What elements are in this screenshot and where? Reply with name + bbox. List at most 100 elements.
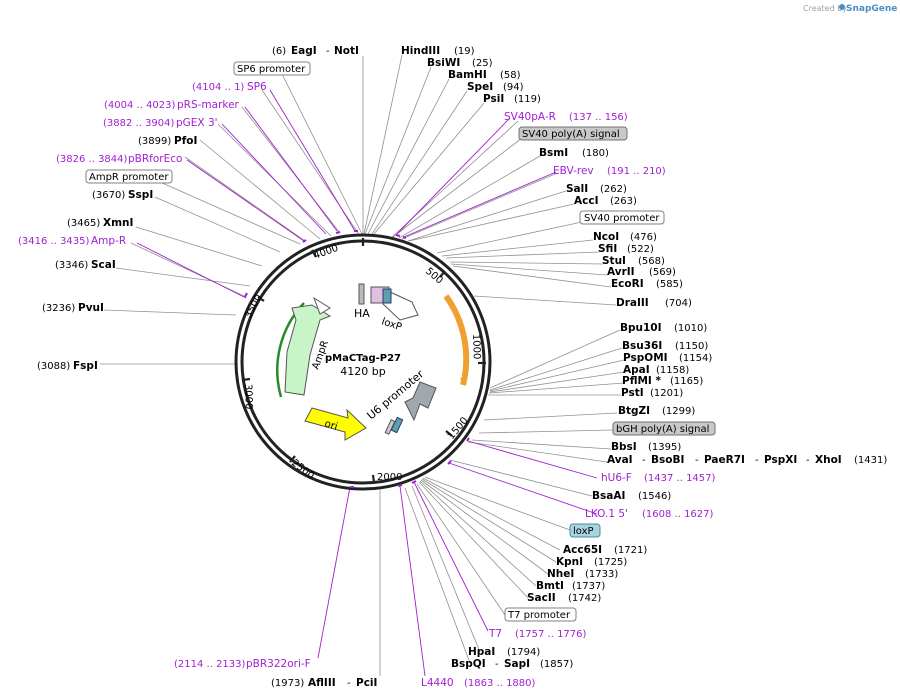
site-bamhi[interactable]: BamHI (58) [448, 69, 521, 81]
site-pos: (94) [503, 82, 524, 93]
site-avrii[interactable]: AvrII (569) [607, 266, 676, 278]
feature-box-sv40-promoter[interactable]: SV40 promoter [579, 210, 665, 225]
primer-marks [244, 230, 470, 488]
site-pos: (1721) [614, 545, 647, 556]
primer-sp6[interactable]: (4104 .. 1) SP6 [192, 81, 267, 93]
primer-name: L4440 [421, 677, 454, 689]
primer-l4440[interactable]: L4440 (1863 .. 1880) [421, 677, 536, 689]
primer-sv40pa-r[interactable]: SV40pA-R (137 .. 156) [504, 111, 628, 123]
box [569, 523, 601, 538]
site-bpu10i[interactable]: Bpu10I (1010) [620, 322, 707, 334]
site-pvui[interactable]: (3236) PvuI [42, 302, 104, 314]
box [233, 61, 311, 76]
site-eagi-notI[interactable]: (6) EagI - NotI [272, 45, 359, 57]
site-pos: (119) [514, 94, 541, 105]
site-hindiii[interactable]: HindIII (19) [401, 45, 475, 57]
site-bmti[interactable]: BmtI (1737) [536, 580, 605, 592]
site-psii[interactable]: PsiI (119) [483, 93, 541, 105]
feature-box-t7-promoter[interactable]: T7 promoter [504, 607, 577, 622]
site-pos: (19) [454, 46, 475, 57]
box-label: loxP [573, 526, 594, 537]
sv40-promoter-arc[interactable] [443, 294, 470, 386]
site-name: BamHI [448, 69, 487, 81]
primer-amp-r[interactable]: (3416 .. 3435) Amp-R [18, 235, 126, 247]
site-name: PsiI [483, 93, 504, 105]
primer-pbrforeco[interactable]: (3826 .. 3844) pBRforEco [56, 153, 182, 165]
primer-prs-marker[interactable]: (4004 .. 4023) pRS-marker [104, 99, 240, 111]
site-kpni[interactable]: KpnI (1725) [556, 556, 627, 568]
site-name: BspQI [451, 658, 486, 670]
site-btgzi[interactable]: BtgZI (1299) [618, 405, 695, 417]
snapgene-logo-icon [839, 4, 845, 10]
site-bsiwi[interactable]: BsiWI (25) [427, 57, 493, 69]
site-scai[interactable]: (3346) ScaI [55, 259, 116, 271]
feature-box-sp6-promoter[interactable]: SP6 promoter [233, 61, 311, 76]
site-dash: - [642, 455, 646, 466]
site-pos: (3670) [92, 190, 125, 201]
site-spei[interactable]: SpeI (94) [467, 81, 524, 93]
primer-name: pRS-marker [177, 99, 240, 111]
site-dash-4: - [806, 455, 810, 466]
site-pos: (1395) [648, 442, 681, 453]
primer-lko1-5[interactable]: LKO.1 5' (1608 .. 1627) [585, 508, 714, 520]
site-name: AvrII [607, 266, 635, 278]
primer-range: (4104 .. 1) [192, 82, 244, 93]
site-hpai[interactable]: HpaI (1794) [468, 646, 540, 658]
site-bsu36i[interactable]: Bsu36I (1150) [622, 340, 708, 352]
site-name: FspI [73, 360, 98, 372]
site-avai-group[interactable]: AvaI - BsoBI - PaeR7I - PspXI - XhoI (14… [607, 454, 887, 466]
site-pfoi[interactable]: (3899) PfoI [138, 135, 197, 147]
site-stui[interactable]: StuI (568) [602, 255, 665, 267]
site-draiii[interactable]: DraIII (704) [616, 297, 692, 309]
ori-feature-arrow[interactable] [304, 407, 367, 441]
site-bsaai[interactable]: BsaAI (1546) [592, 490, 671, 502]
site-bsmi[interactable]: BsmI (180) [539, 147, 609, 159]
site-pos: (522) [627, 244, 654, 255]
site-sacii[interactable]: SacII (1742) [527, 592, 601, 604]
site-sspi[interactable]: (3670) SspI [92, 189, 153, 201]
feature-box-loxp[interactable]: loxP [569, 523, 601, 538]
site-dash-3: - [755, 455, 759, 466]
site-ecori[interactable]: EcoRI (585) [611, 278, 683, 290]
site-ncoi[interactable]: NcoI (476) [593, 231, 657, 243]
primer-ebv-rev[interactable]: EBV-rev (191 .. 210) [553, 165, 666, 177]
site-apai[interactable]: ApaI (1158) [623, 364, 689, 376]
site-name: PspOMI [623, 352, 668, 364]
site-sali[interactable]: SalI (262) [566, 183, 627, 195]
feature-box-sv40-polya[interactable]: SV40 poly(A) signal [518, 126, 628, 141]
site-acci[interactable]: AccI (263) [574, 195, 637, 207]
site-pos: (1299) [662, 406, 695, 417]
primer-pgex-3[interactable]: (3882 .. 3904) pGEX 3' [103, 117, 218, 129]
u6-promoter-feature-arrow[interactable] [404, 381, 437, 422]
site-name: SfiI [598, 243, 617, 255]
feature-box-bgh-polya[interactable]: bGH poly(A) signal [612, 421, 716, 436]
site-pspomi[interactable]: PspOMI (1154) [623, 352, 712, 364]
site-xmni[interactable]: (3465) XmnI [67, 217, 133, 229]
ampr-feature-arrow[interactable] [284, 304, 332, 396]
site-pos: (262) [600, 184, 627, 195]
site-name: Bsu36I [622, 340, 662, 352]
site-name: HindIII [401, 45, 440, 57]
site-name-5: XhoI [815, 454, 842, 466]
primer-pbr322ori-f[interactable]: (2114 .. 2133) pBR322ori-F [174, 658, 311, 670]
site-name: BsmI [539, 147, 568, 159]
site-nhei[interactable]: NheI (1733) [547, 568, 618, 580]
site-psti[interactable]: PstI (1201) [621, 387, 683, 399]
site-name: ScaI [91, 259, 116, 271]
site-afliii-pcii[interactable]: (1973) AflIII - PciI [271, 677, 377, 689]
site-fspi[interactable]: (3088) FspI [37, 360, 98, 372]
site-bbsi[interactable]: BbsI (1395) [611, 441, 681, 453]
primer-name: Amp-R [91, 235, 126, 247]
site-pos: (3088) [37, 361, 70, 372]
primer-hu6-f[interactable]: hU6-F (1437 .. 1457) [601, 472, 716, 484]
primer-t7[interactable]: T7 (1757 .. 1776) [488, 628, 587, 640]
site-pos: (180) [582, 148, 609, 159]
primer-range: (1608 .. 1627) [642, 509, 714, 520]
site-acc65i[interactable]: Acc65I (1721) [563, 544, 647, 556]
site-sfii[interactable]: SfiI (522) [598, 243, 654, 255]
site-bspqi-sapi[interactable]: BspQI - SapI (1857) [451, 658, 573, 670]
site-pos: (3236) [42, 303, 75, 314]
feature-box-ampr-promoter[interactable]: AmpR promoter [85, 169, 173, 184]
site-pos: (1546) [638, 491, 671, 502]
site-pflmi[interactable]: PflMI * (1165) [622, 375, 703, 387]
